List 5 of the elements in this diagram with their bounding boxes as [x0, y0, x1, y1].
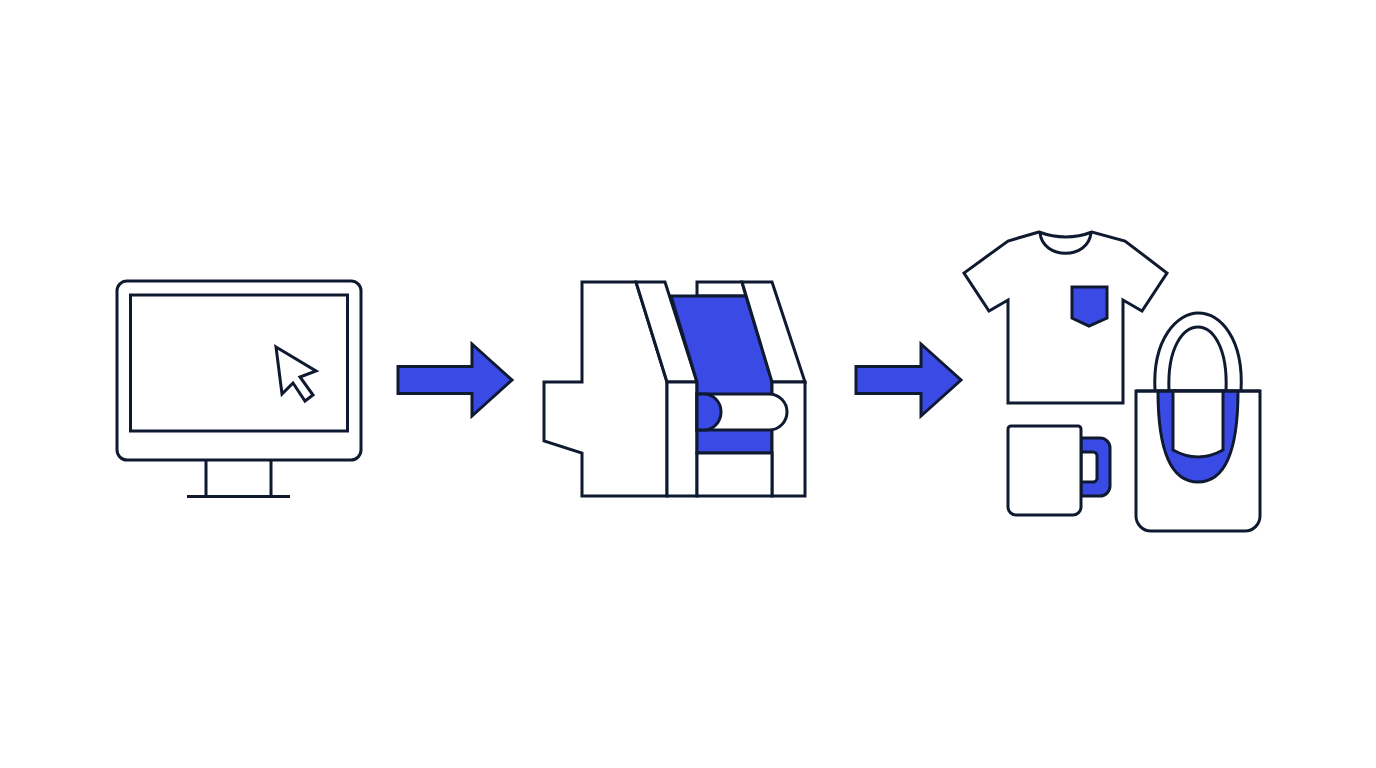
block-arrow	[854, 340, 964, 420]
block-arrow	[396, 340, 515, 420]
computer-monitor-illustration	[114, 278, 364, 499]
printing-machine-illustration	[541, 279, 808, 499]
tshirt-mug-bag-illustration	[961, 229, 1264, 534]
